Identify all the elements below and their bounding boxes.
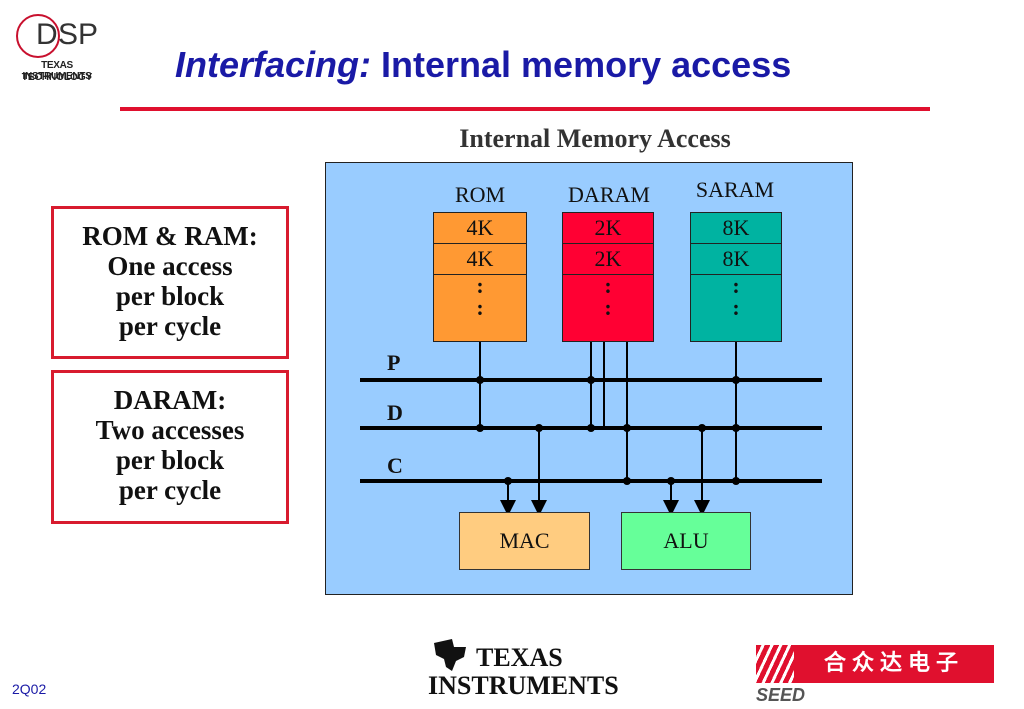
slide-title-italic: Interfacing: <box>175 44 372 85</box>
ti-state-icon <box>434 639 466 671</box>
memory-ellipsis: :: <box>732 273 740 320</box>
note-line: per block <box>115 445 225 475</box>
bus-label-c: C <box>387 453 403 478</box>
note-daram: DARAM: Two accesses per block per cycle <box>51 370 289 524</box>
memory-cell: 4K <box>434 213 526 244</box>
junction-dot <box>732 477 740 485</box>
logo-line1: TEXAS INSTRUMENTS <box>22 60 92 82</box>
junction-dot <box>476 424 484 432</box>
logo-d: D <box>36 18 58 51</box>
junction-dot <box>587 424 595 432</box>
junction-dot <box>732 424 740 432</box>
memory-block-rom: 4K 4K :: <box>433 212 527 342</box>
memory-cell: 4K <box>434 244 526 275</box>
logo-circle <box>16 14 60 58</box>
note-line: DARAM: <box>113 385 227 415</box>
slide-title-rest: Internal memory access <box>371 44 792 85</box>
slide-id: 2Q02 <box>12 681 47 697</box>
note-line: ROM & RAM: <box>82 221 258 251</box>
memory-cell: 8K <box>691 213 781 244</box>
memory-block-saram: 8K 8K :: <box>690 212 782 342</box>
slide-title: Interfacing: Internal memory access <box>175 44 791 86</box>
note-rom-ram: ROM & RAM: One access per block per cycl… <box>51 206 289 359</box>
memory-cell: 2K <box>563 244 653 275</box>
junction-dot <box>667 477 675 485</box>
seed-latin-name: SEED <box>756 685 806 705</box>
logo-sp: SP <box>58 18 99 51</box>
bus-label-d: D <box>387 400 403 425</box>
note-line: per cycle <box>118 475 222 505</box>
junction-dot <box>535 424 543 432</box>
junction-dot <box>623 477 631 485</box>
memory-label-rom: ROM <box>454 182 506 207</box>
dsp-logo: D SP TEXAS INSTRUMENTS TECHNOLOGY <box>12 12 102 87</box>
note-line: One access <box>107 251 233 281</box>
memory-ellipsis: :: <box>604 273 612 320</box>
unit-alu: ALU <box>621 512 751 570</box>
unit-mac: MAC <box>459 512 590 570</box>
note-line: Two accesses <box>95 415 245 445</box>
junction-dot <box>504 477 512 485</box>
seed-stripes-icon <box>756 645 794 683</box>
note-line: per cycle <box>118 311 222 341</box>
bus-label-p: P <box>387 350 401 375</box>
ti-logo-line2: INSTRUMENTS <box>428 671 619 700</box>
junction-dot <box>623 424 631 432</box>
junction-dot <box>732 376 740 384</box>
diagram-title: Internal Memory Access <box>459 124 731 153</box>
memory-ellipsis: :: <box>476 273 484 320</box>
seed-logo: 合众达电子 SEED <box>756 645 996 705</box>
note-line: per block <box>115 281 225 311</box>
junction-dot <box>587 376 595 384</box>
seed-chinese-name: 合众达电子 <box>794 645 994 683</box>
memory-label-daram: DARAM <box>568 182 650 207</box>
memory-label-saram: SARAM <box>695 177 775 202</box>
texas-instruments-logo: TEXAS INSTRUMENTS <box>428 633 619 703</box>
title-underline <box>120 107 930 111</box>
memory-block-daram: 2K 2K :: <box>562 212 654 342</box>
ti-logo-line1: TEXAS <box>476 643 563 672</box>
junction-dot <box>698 424 706 432</box>
logo-line2: TECHNOLOGY <box>21 72 93 83</box>
junction-dot <box>476 376 484 384</box>
memory-cell: 2K <box>563 213 653 244</box>
memory-cell: 8K <box>691 244 781 275</box>
